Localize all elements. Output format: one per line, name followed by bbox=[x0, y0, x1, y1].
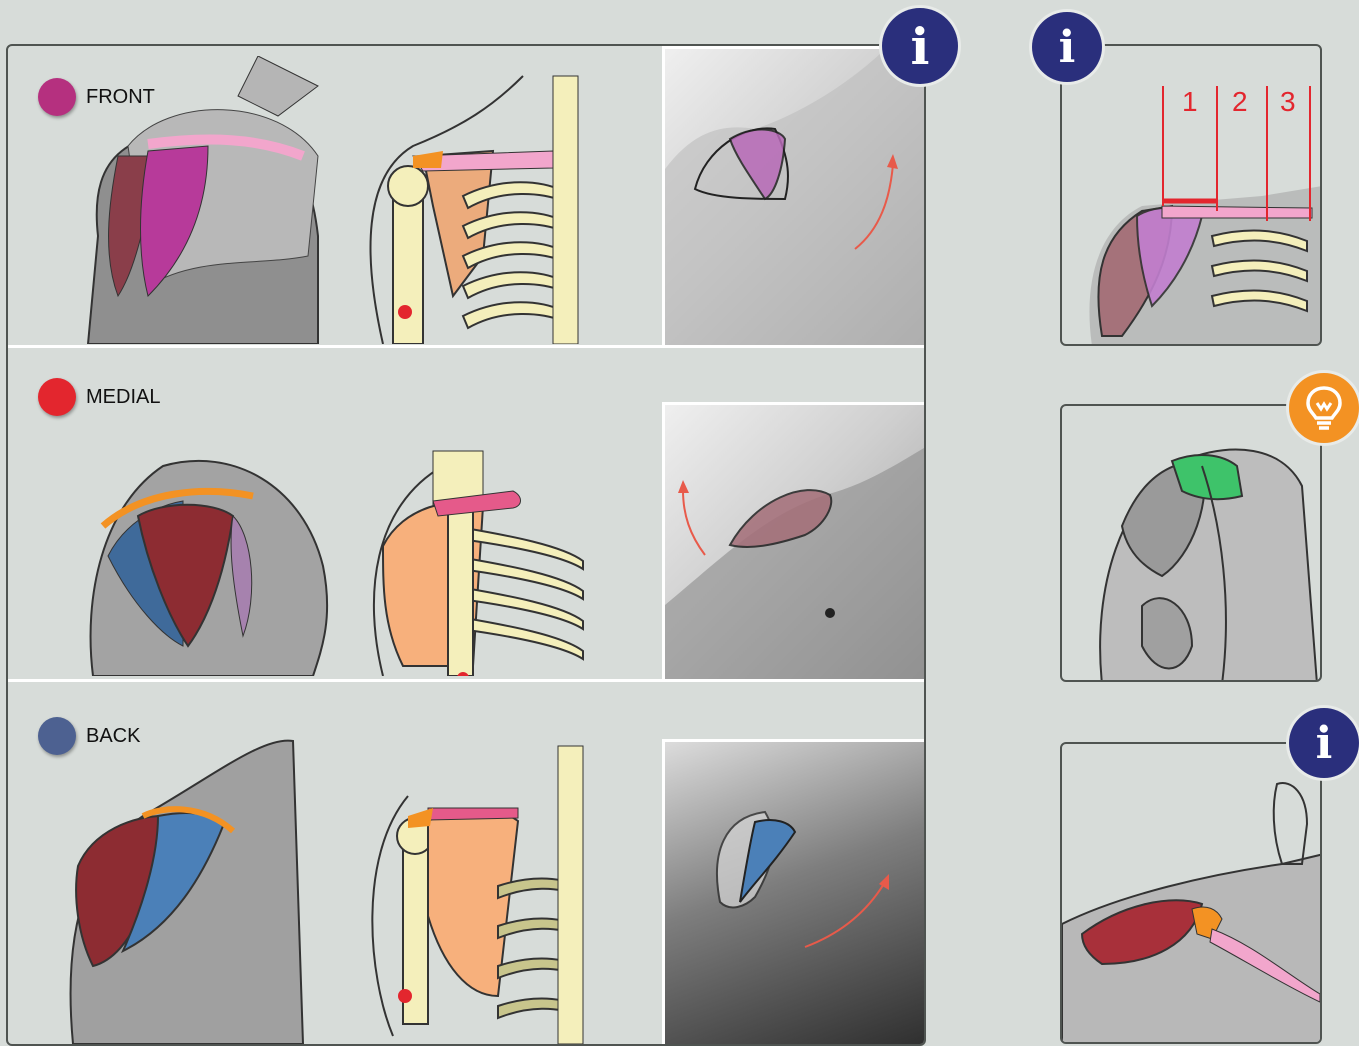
front-color-dot bbox=[38, 78, 76, 116]
info-icon[interactable]: i bbox=[1289, 708, 1359, 778]
back-skeleton-illustration bbox=[358, 736, 598, 1044]
row-divider bbox=[8, 345, 924, 348]
lightbulb-icon[interactable] bbox=[1289, 373, 1359, 443]
info-panel bbox=[1060, 742, 1322, 1044]
measurement-panel: 1 2 3 bbox=[1060, 44, 1322, 346]
medial-photo bbox=[662, 402, 926, 679]
main-panel: FRONT bbox=[6, 44, 926, 1046]
shoulder-top-illustration bbox=[1062, 744, 1322, 1044]
medial-muscle-illustration bbox=[83, 446, 343, 676]
measure-label-2: 2 bbox=[1232, 86, 1248, 117]
measure-label-1: 1 bbox=[1182, 86, 1198, 117]
medial-skeleton-illustration bbox=[363, 446, 603, 676]
tip-panel bbox=[1060, 404, 1322, 682]
info-icon[interactable]: i bbox=[1032, 12, 1102, 82]
back-photo bbox=[662, 739, 926, 1046]
info-icon[interactable]: i bbox=[882, 8, 958, 84]
back-muscle-illustration bbox=[63, 736, 343, 1044]
medial-color-dot bbox=[38, 378, 76, 416]
measurement-illustration: 1 2 3 bbox=[1062, 46, 1322, 346]
front-skeleton-illustration bbox=[353, 56, 593, 344]
front-photo bbox=[662, 46, 926, 345]
medial-label-text: MEDIAL bbox=[86, 386, 160, 409]
lightbulb-glyph bbox=[1304, 385, 1344, 431]
row-divider bbox=[8, 679, 924, 682]
medial-label: MEDIAL bbox=[38, 378, 160, 416]
measure-label-3: 3 bbox=[1280, 86, 1296, 117]
back-arm-illustration bbox=[1062, 406, 1322, 682]
front-muscle-illustration bbox=[78, 56, 348, 344]
